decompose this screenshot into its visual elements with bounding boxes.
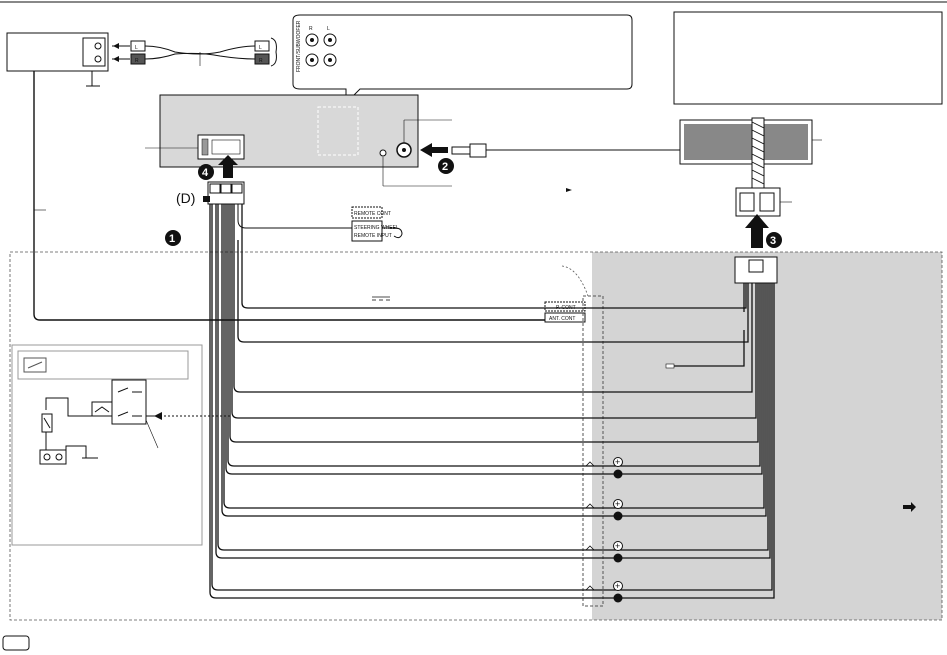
amp-plug-r-label: R xyxy=(135,58,139,64)
connector-d-label: (D) xyxy=(176,190,195,206)
speaker-note-arrow xyxy=(903,502,916,512)
minus-sign-3: − xyxy=(615,553,620,563)
rca-l-label: L xyxy=(327,26,330,32)
ignition-inset xyxy=(11,344,203,546)
minus-sign-2: − xyxy=(615,511,620,521)
step-3-number: 3 xyxy=(770,235,776,247)
cable-plug-r-label: R xyxy=(259,58,263,64)
ant-cont-tag: ANT. CONT xyxy=(549,316,575,322)
cable-plug-l-label: L xyxy=(259,45,262,51)
junction-strip xyxy=(582,295,604,607)
remote-cont-lead: REMOTE CONT STEERING WHEEL REMOTE INPUT xyxy=(237,204,403,242)
harness-wires xyxy=(209,204,775,599)
amp-plug-l xyxy=(130,40,146,52)
plus-sign-4: + xyxy=(615,581,620,591)
head-unit xyxy=(145,94,572,192)
step-2-badge xyxy=(438,158,454,174)
rca-r-label: R xyxy=(309,26,313,32)
harness-outline xyxy=(9,251,943,621)
minus-sign-1: − xyxy=(615,469,620,479)
vehicle-side-area xyxy=(592,252,942,620)
dimmer-lead-tip xyxy=(665,363,675,369)
step-4-badge xyxy=(198,164,214,180)
page-badge xyxy=(2,635,30,651)
amp-remote-wire xyxy=(33,71,545,321)
vehicle-harness: 3 xyxy=(679,117,822,284)
cable-plug-l xyxy=(254,40,270,52)
plus-sign-1: + xyxy=(615,457,620,467)
cable-plug-r xyxy=(254,53,270,65)
step-1-number: 1 xyxy=(169,233,175,245)
ground-screw xyxy=(379,149,387,157)
rca-callout: R L FRONT/SUBWOOFER xyxy=(292,14,633,105)
step-1-badge xyxy=(165,230,181,246)
external-amplifier xyxy=(6,32,109,87)
minus-sign-4: − xyxy=(615,593,620,603)
pcont-tags: P. CONT ANT. CONT xyxy=(372,296,586,323)
step-3-badge xyxy=(766,232,782,248)
unit-side-connector: 4 (D) 1 xyxy=(165,155,245,246)
amp-rca-cable: L R L R xyxy=(112,37,277,67)
remote-cont-tag: REMOTE CONT xyxy=(354,211,391,217)
polarity-markers: + − + − + − + − xyxy=(572,457,623,603)
plus-sign-2: + xyxy=(615,499,620,509)
amp-plug-l-label: L xyxy=(135,45,138,51)
step-4-number: 4 xyxy=(202,167,209,179)
steering-wheel-tag: STEERING WHEEL xyxy=(354,225,399,231)
remote-input-tag: REMOTE INPUT xyxy=(354,233,392,239)
step-2-number: 2 xyxy=(442,161,448,173)
battery-icon xyxy=(39,449,67,465)
rca-side-label: FRONT/SUBWOOFER xyxy=(296,20,302,72)
note-box xyxy=(673,11,943,105)
plus-sign-3: + xyxy=(615,541,620,551)
